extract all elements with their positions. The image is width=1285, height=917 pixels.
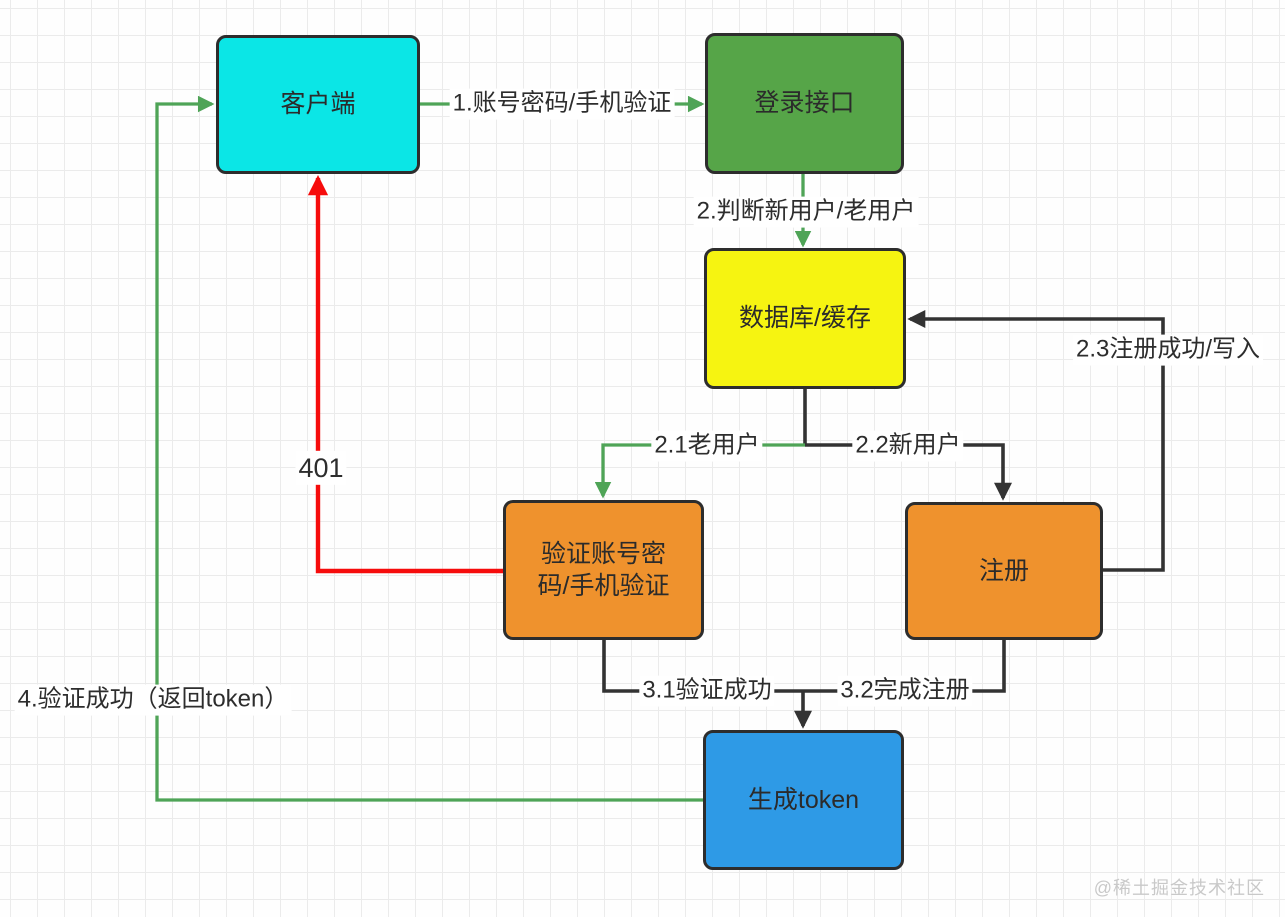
- node-register-label: 注册: [978, 556, 1029, 585]
- edge-label-step-4: 4.验证成功（返回token）: [14, 684, 292, 716]
- arrow-verify-401-to-client: [307, 174, 503, 574]
- node-client: 客户端: [216, 35, 420, 174]
- node-verify-credentials: 验证账号密 码/手机验证: [503, 500, 704, 640]
- arrow-register-to-db: [907, 310, 1165, 572]
- edge-label-step-2-3: 2.3注册成功/写入: [1072, 334, 1264, 366]
- node-client-label: 客户端: [280, 90, 356, 119]
- edge-label-401: 401: [295, 450, 347, 486]
- edge-label-step-1: 1.账号密码/手机验证: [449, 88, 675, 120]
- edge-label-step-2-1: 2.1老用户: [651, 430, 763, 462]
- node-generate-token: 生成token: [703, 730, 904, 870]
- node-generate-token-label: 生成token: [747, 785, 860, 814]
- edge-label-step-2-2: 2.2新用户: [852, 430, 964, 462]
- edge-label-step-3-1: 3.1验证成功: [639, 675, 775, 707]
- edge-label-step-2: 2.判断新用户/老用户: [693, 196, 919, 228]
- edge-label-step-3-2: 3.2完成注册: [837, 675, 973, 707]
- node-verify-credentials-label: 验证账号密 码/手机验证: [537, 539, 670, 601]
- node-database-cache: 数据库/缓存: [704, 248, 906, 389]
- arrow-token-to-client: [155, 95, 703, 802]
- watermark: @稀土掘金技术社区: [1093, 878, 1265, 898]
- node-login-api: 登录接口: [705, 33, 904, 174]
- node-login-api-label: 登录接口: [754, 89, 855, 118]
- node-database-cache-label: 数据库/缓存: [739, 304, 871, 333]
- node-register: 注册: [905, 502, 1103, 640]
